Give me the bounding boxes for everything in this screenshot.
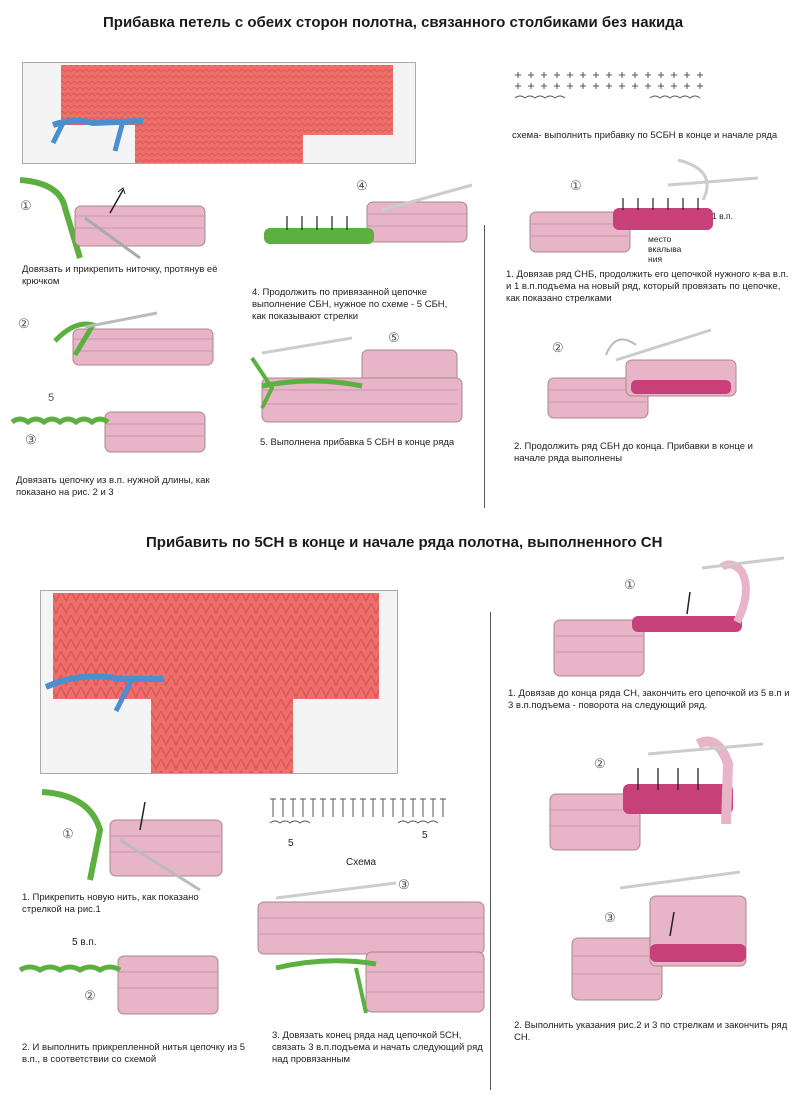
s2-r-step1-caption: 1. Довязав до конца ряда СН, закончить е… xyxy=(508,688,790,711)
s2-r-step3-caption: 2. Выполнить указания рис.2 и 3 по стрел… xyxy=(514,1020,788,1043)
step1-number: ① xyxy=(20,198,32,213)
scheme-2-caption: Схема xyxy=(346,857,377,868)
s2-step2-caption: 2. И выполнить прикрепленной нитья цепоч… xyxy=(22,1042,245,1065)
step3-number: ③ xyxy=(25,432,37,447)
s2-step2-illustration xyxy=(18,955,219,1015)
step5-illustration xyxy=(250,336,463,423)
step5-number: ⑤ xyxy=(388,330,400,345)
scheme-2 xyxy=(269,798,446,824)
scheme-1-caption: схема- выполнить прибавку по 5СБН в конц… xyxy=(512,130,778,141)
r1-step1-sublabel: место вкалыва ния xyxy=(648,234,682,264)
step4-number: ④ xyxy=(356,178,368,193)
s2-r-step1-illustration xyxy=(553,556,785,677)
s2-step2-number: ② xyxy=(84,988,96,1003)
section2-title: Прибавить по 5СН в конце и начале ряда п… xyxy=(146,534,663,551)
s2-step2-label: 5 в.п. xyxy=(72,937,97,948)
divider-1 xyxy=(484,225,485,508)
r1-step1-number: ① xyxy=(570,178,582,193)
step2-illustration xyxy=(53,311,214,366)
r1-step1-caption: 1. Довязав ряд СНБ, продолжить его цепоч… xyxy=(506,269,789,304)
step1-illustration xyxy=(19,177,206,260)
r1-step1-illustration xyxy=(529,158,759,253)
s2-step1-illustration xyxy=(41,789,223,892)
swatch-photo-1 xyxy=(22,62,416,164)
section1-title: Прибавка петель с обеих сторон полотна, … xyxy=(103,14,684,31)
step4-illustration xyxy=(264,183,473,244)
r1-step1-label: 1 в.п. xyxy=(712,211,733,221)
r1-step2-number: ② xyxy=(552,340,564,355)
s2-r-step3-illustration xyxy=(571,870,747,1001)
s2-step3-number: ③ xyxy=(398,877,410,892)
step3-caption: Довязать цепочку из в.п. нужной длины, к… xyxy=(16,475,210,498)
s2-step3-caption: 3. Довязать конец ряда над цепочкой 5СН,… xyxy=(272,1030,483,1065)
s2-step1-number: ① xyxy=(62,826,74,841)
s2-r-step1-number: ① xyxy=(624,577,636,592)
divider-2 xyxy=(490,612,491,1090)
step3-label: 5 xyxy=(48,392,55,404)
s2-step3-illustration xyxy=(257,881,485,1014)
swatch-photo-1-art xyxy=(50,65,393,163)
step1-caption: Довязать и прикрепить ниточку, протянув … xyxy=(22,264,218,287)
r1-step2-caption: 2. Продолжить ряд СБН до конца. Прибавки… xyxy=(514,441,753,464)
scheme-1 xyxy=(514,72,703,99)
s2-r-step2-number: ② xyxy=(594,756,606,771)
s2-step1-caption: 1. Прикрепить новую нить, как показано с… xyxy=(22,892,199,915)
scheme-2-right-label: 5 xyxy=(422,830,428,841)
swatch-photo-2-art xyxy=(44,593,379,773)
s2-r-step2-illustration xyxy=(549,736,764,851)
step2-number: ② xyxy=(18,316,30,331)
step5-caption: 5. Выполнена прибавка 5 СБН в конце ряда xyxy=(260,437,455,448)
r1-step2-illustration xyxy=(547,328,737,419)
s2-r-step3-number: ③ xyxy=(604,910,616,925)
step3-illustration xyxy=(10,411,206,453)
scheme-2-left-label: 5 xyxy=(288,838,294,849)
swatch-photo-2 xyxy=(40,590,398,774)
step4-caption: 4. Продолжить по привязанной цепочке вып… xyxy=(252,287,448,322)
